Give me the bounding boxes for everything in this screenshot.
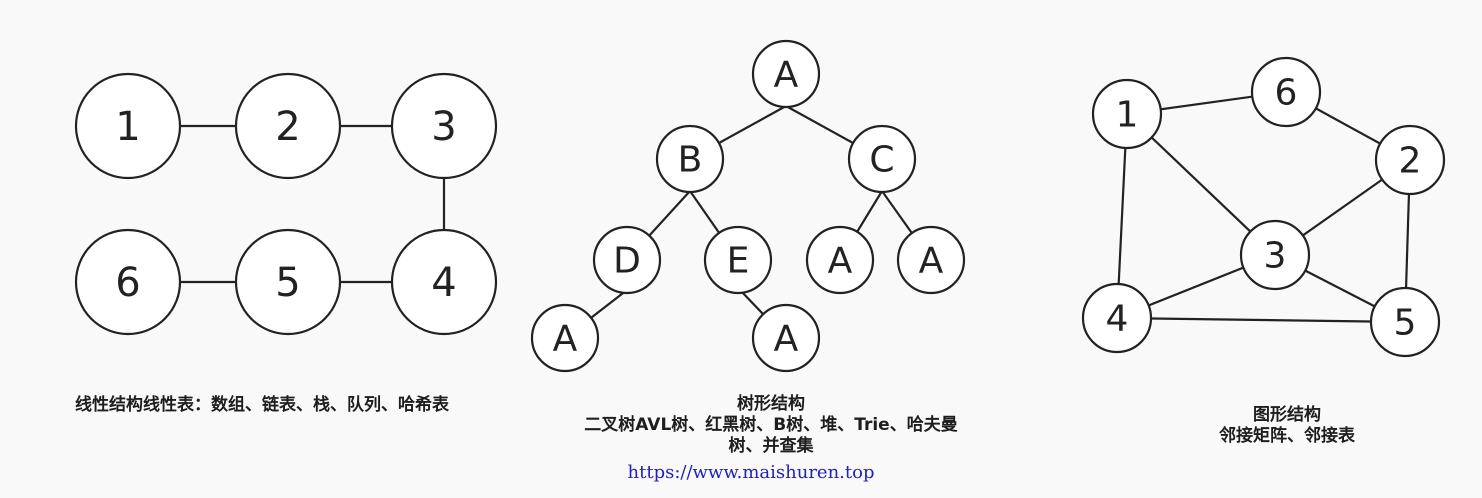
node-label: 6 [1275, 73, 1298, 114]
caption-line: 邻接矩阵、邻接表 [1219, 426, 1355, 446]
node-label: A [553, 319, 578, 360]
node-label: E [727, 241, 750, 282]
node-circle [1239, 219, 1311, 291]
node-label: B [678, 140, 703, 181]
node-label: 3 [1264, 236, 1287, 277]
node-label: 5 [1394, 303, 1417, 344]
node-circle [847, 124, 917, 194]
node-circle [896, 225, 966, 295]
node-circle [751, 39, 821, 109]
node-label: A [774, 55, 799, 96]
node-label: 4 [1106, 299, 1129, 340]
tree-node-t8: A [751, 303, 821, 373]
node-label: A [774, 319, 799, 360]
graph-edge-g4-g5 [1116, 316, 1406, 324]
node-label: A [828, 241, 853, 282]
graph-node-g1: 1 [1091, 78, 1163, 150]
node-circle [234, 228, 342, 336]
node-circle [751, 303, 821, 373]
node-label: 1 [115, 104, 140, 150]
node-circle [1091, 78, 1163, 150]
node-circle [74, 72, 182, 180]
linear-node-n2: 2 [234, 72, 342, 180]
tree-node-t2: C [847, 124, 917, 194]
tree-node-t5: A [805, 225, 875, 295]
watermark-url: https://www.maishuren.top [627, 462, 875, 483]
caption-line: 树形结构 [736, 394, 805, 414]
node-circle [390, 72, 498, 180]
graph-node-g5: 5 [1369, 286, 1441, 358]
node-label: A [919, 241, 944, 282]
node-circle [234, 72, 342, 180]
tree-structure-caption: 树形结构 二叉树AVL树、红黑树、B树、堆、Trie、哈夫曼 树、并查集 [584, 394, 957, 457]
node-label: 4 [431, 260, 456, 306]
node-label: 2 [1399, 141, 1422, 182]
node-circle [703, 225, 773, 295]
tree-node-t4: E [703, 225, 773, 295]
node-label: D [613, 241, 641, 282]
linear-node-n1: 1 [74, 72, 182, 180]
caption-line: 图形结构 [1253, 405, 1321, 425]
node-label: 1 [1116, 95, 1139, 136]
node-label: 2 [275, 104, 300, 150]
node-circle [1369, 286, 1441, 358]
node-circle [592, 225, 662, 295]
node-circle [655, 124, 725, 194]
graph-node-g2: 2 [1374, 124, 1446, 196]
node-label: C [869, 140, 894, 181]
linear-node-n6: 6 [74, 228, 182, 336]
node-label: 5 [275, 260, 300, 306]
node-circle [1374, 124, 1446, 196]
linear-structure-caption: 线性结构线性表：数组、链表、栈、队列、哈希表 [75, 395, 449, 416]
node-circle [805, 225, 875, 295]
tree-node-t3: D [592, 225, 662, 295]
graph-node-g3: 3 [1239, 219, 1311, 291]
tree-node-t7: A [530, 303, 600, 373]
caption-line: 线性结构线性表：数组、链表、栈、队列、哈希表 [75, 395, 449, 415]
linear-node-n3: 3 [390, 72, 498, 180]
graph-node-g4: 4 [1081, 282, 1153, 354]
tree-node-t6: A [896, 225, 966, 295]
node-label: 3 [431, 104, 456, 150]
linear-node-n5: 5 [234, 228, 342, 336]
node-circle [530, 303, 600, 373]
node-circle [1081, 282, 1153, 354]
caption-line: 树、并查集 [728, 436, 814, 456]
tree-node-t0: A [751, 39, 821, 109]
graph-node-g6: 6 [1250, 56, 1322, 128]
node-circle [74, 228, 182, 336]
graph-structure-caption: 图形结构 邻接矩阵、邻接表 [1219, 405, 1355, 447]
node-label: 6 [115, 260, 140, 306]
linear-node-n4: 4 [390, 228, 498, 336]
caption-line: 二叉树AVL树、红黑树、B树、堆、Trie、哈夫曼 [584, 415, 958, 435]
node-circle [390, 228, 498, 336]
tree-node-t1: B [655, 124, 725, 194]
node-circle [1250, 56, 1322, 128]
